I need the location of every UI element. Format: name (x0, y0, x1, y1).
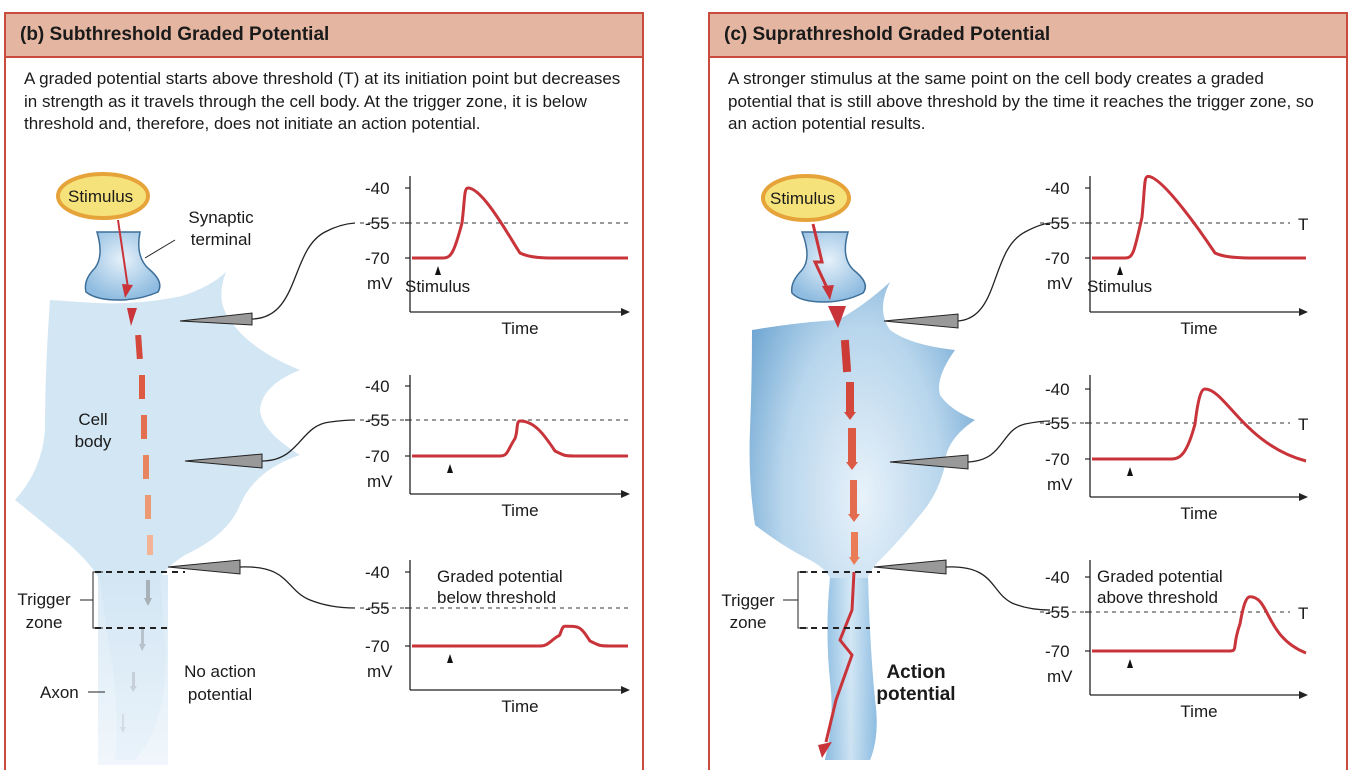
y-tick-label: -70 (1045, 642, 1070, 661)
panel-suprathreshold: (c) Suprathreshold Graded Potential A st… (708, 12, 1348, 770)
synaptic-terminal-b (84, 219, 161, 301)
y-tick-label: -40 (1045, 380, 1070, 399)
threshold-marker: T (1298, 415, 1308, 434)
no-action-potential-label: No action potential (184, 662, 256, 704)
signal-arrow-b (120, 308, 153, 733)
y-axis-unit: mV (367, 472, 393, 491)
stimulus-marker (447, 464, 453, 473)
electrode-c-2 (889, 420, 1051, 470)
y-tick-label: -70 (365, 637, 390, 656)
electrode-b-1 (179, 222, 356, 326)
panel-title: (c) Suprathreshold Graded Potential (710, 14, 1346, 58)
stimulus-axis-label: Stimulus (405, 277, 470, 296)
panel-title: (b) Subthreshold Graded Potential (6, 14, 642, 58)
x-axis-arrow (621, 686, 630, 694)
cell-body-c (749, 282, 975, 760)
y-tick-label: -70 (365, 447, 390, 466)
x-axis-arrow (1299, 493, 1308, 501)
stimulus-axis-label: Stimulus (1087, 277, 1152, 296)
y-axis-unit: mV (367, 274, 393, 293)
potential-trace (412, 624, 628, 648)
stimulus-marker (1127, 467, 1133, 476)
y-tick-label: -40 (365, 179, 390, 198)
y-axis-unit: mV (1047, 475, 1073, 494)
y-tick-label: -70 (1045, 450, 1070, 469)
graph-note: below threshold (437, 588, 556, 607)
x-axis-label: Time (1180, 702, 1217, 721)
y-axis-unit: mV (1047, 667, 1073, 686)
stimulus-marker (447, 654, 453, 663)
potential-trace (1092, 174, 1306, 260)
action-potential-label: Action potential (876, 662, 956, 705)
threshold-marker: T (1298, 215, 1308, 234)
y-tick-label: -40 (365, 377, 390, 396)
trigger-zone-label: Trigger zone (17, 590, 71, 632)
trigger-zone-b (80, 571, 185, 693)
electrode-b-3 (167, 559, 356, 609)
stimulus-ellipse-c (761, 174, 851, 222)
signal-arrow-c (818, 306, 860, 758)
x-axis-label: Time (501, 501, 538, 520)
x-axis-arrow (621, 490, 630, 498)
trigger-zone-label: Trigger zone (721, 591, 775, 632)
potential-trace (412, 186, 628, 260)
synaptic-terminal-label: Synaptic terminal (188, 208, 254, 249)
graph-note: Graded potential (437, 567, 563, 586)
x-axis-label: Time (501, 697, 538, 716)
y-tick-label: -40 (365, 563, 390, 582)
synaptic-terminal-c (790, 223, 867, 303)
panel-subthreshold: (b) Subthreshold Graded Potential A grad… (4, 12, 644, 770)
cell-body-label: Cell body (74, 410, 112, 451)
threshold-marker: T (1298, 604, 1308, 623)
stimulus-marker (1117, 266, 1123, 275)
leader-line (144, 239, 176, 259)
y-tick-label: -40 (1045, 568, 1070, 587)
potential-trace (1092, 595, 1307, 655)
electrode-c-1 (883, 222, 1051, 329)
panel-description: A stronger stimulus at the same point on… (728, 69, 1314, 133)
y-axis-unit: mV (1047, 274, 1073, 293)
x-axis-arrow (1299, 691, 1308, 699)
stimulus-ellipse-b (56, 172, 150, 220)
axon-label: Axon (40, 683, 79, 702)
potential-graphs: -40-55-70mVTimeStimulus-40-55-70mVTime-4… (360, 174, 1308, 721)
stimulus-marker (1127, 659, 1133, 668)
stimulus-label: Stimulus (68, 187, 134, 206)
cell-body-b (15, 272, 300, 765)
potential-trace (412, 419, 628, 458)
x-axis-label: Time (1180, 319, 1217, 338)
graph-note: above threshold (1097, 588, 1218, 607)
x-axis-arrow (621, 308, 630, 316)
x-axis-label: Time (501, 319, 538, 338)
panel-description: A graded potential starts above threshol… (24, 69, 621, 133)
potential-trace (1092, 387, 1307, 463)
stimulus-marker (435, 266, 441, 275)
graph-note: Graded potential (1097, 567, 1223, 586)
x-axis-label: Time (1180, 504, 1217, 523)
y-tick-label: -40 (1045, 179, 1070, 198)
trigger-zone-c (783, 571, 880, 629)
y-tick-label: -70 (1045, 249, 1070, 268)
y-tick-label: -70 (365, 249, 390, 268)
stimulus-label: Stimulus (770, 189, 836, 208)
x-axis-arrow (1299, 308, 1308, 316)
electrode-c-3 (873, 559, 1051, 611)
y-axis-unit: mV (367, 662, 393, 681)
electrode-b-2 (184, 419, 356, 469)
